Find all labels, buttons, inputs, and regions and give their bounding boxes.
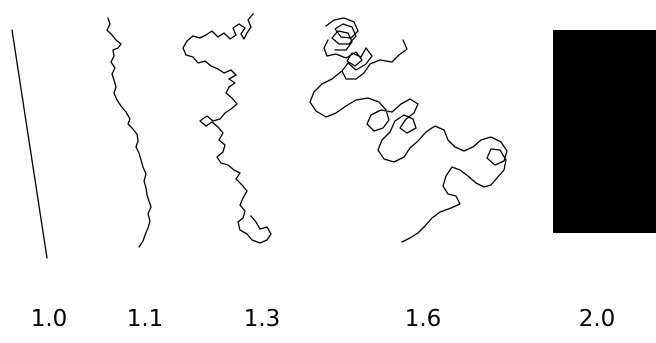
label-dimension-2-0: 2.0	[578, 306, 616, 332]
curve-dimension-1-6	[309, 17, 508, 243]
label-dimension-1-1: 1.1	[126, 306, 164, 332]
curve-dimension-1-1	[106, 17, 152, 248]
label-dimension-1-3: 1.3	[243, 306, 281, 332]
label-dimension-1-6: 1.6	[404, 306, 442, 332]
curve-dimension-2-0	[553, 30, 656, 233]
curve-dimension-1-3	[182, 13, 272, 244]
label-dimension-1-0: 1.0	[30, 306, 68, 332]
curve-dimension-1-0	[11, 29, 48, 259]
